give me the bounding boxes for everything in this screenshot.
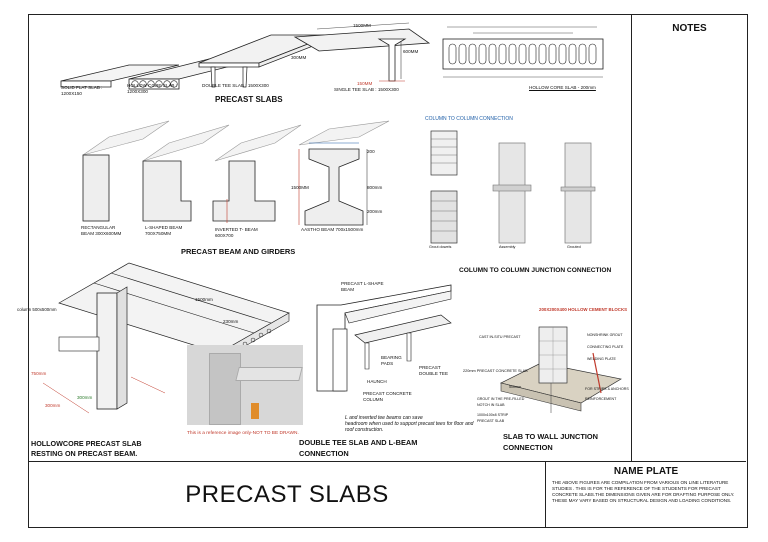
dim-200: 200 [367,149,375,154]
caption-column-junction: COLUMN TO COLUMN JUNCTION CONNECTION [459,267,612,274]
caption-precast-slabs: PRECAST SLABS [215,95,283,104]
dim-hc-300a: 300mm [45,403,61,408]
name-plate: NAME PLATE THE ABOVE FIGURES ARE COMPILA… [545,462,746,528]
caption-beams-girders: PRECAST BEAM AND GIRDERS [181,247,296,256]
dim-150: 150MM [357,81,373,86]
wall-l3: CONNECTING PLATE [587,345,624,349]
label-solid-flat: SOLID FLAT SLAB :1200X150 [61,85,103,96]
dim-1500: 1500MM [353,23,371,28]
dim-200mm: 200mm [367,209,383,214]
dim-300: 300MM [291,55,307,60]
dim-600: 600MM [403,49,419,54]
reference-note: This is a reference image only-NOT TO BE… [187,431,299,436]
dim-1500mm: 1500MM [291,185,309,190]
column-sub2: Assembly [499,245,516,249]
reference-photo [187,345,303,425]
wall-l4: WELDING PLATE [587,357,616,361]
sheet-title: PRECAST SLABS [185,481,389,508]
name-plate-text: THE ABOVE FIGURES ARE COMPILATION FROM V… [552,480,735,503]
wall-l2: NONSHRINK GROUT [587,333,623,337]
wall-l11: PRECAST SLAB [477,419,505,423]
name-plate-title: NAME PLATE [613,466,679,477]
double-tee-drawing [316,284,452,392]
column-connection-title: COLUMN TO COLUMN CONNECTION [425,116,513,122]
label-precast-slab-220: 220mm PRECAST CONCRETE SLAB [463,369,528,373]
dim-hc-1500: 1500mm [195,297,213,302]
dim-hc-750: 750mm [31,371,47,376]
notes-panel: NOTES [631,15,747,461]
column-connection-drawing [430,130,596,244]
label-hollow-core: HOLLOW CORE SLAB :1200X300 [127,83,178,94]
drawing-sheet: 1500MM 300MM 600MM 150MM SOLID FLAT SLAB… [17,14,748,528]
label-column-500: column 500x500mm [17,307,57,312]
label-single-tee: SINGLE TEE SLAB : 1500X300 [334,87,399,92]
title-block: PRECAST SLABS NAME PLATE THE ABOVE FIGUR… [29,461,746,528]
wall-l10: 1000x100x8 STRIP [477,413,509,417]
precast-beams-drawing [82,120,390,226]
dim-hc-300b: 300mm [77,395,93,400]
dim-800mm: 800mm [367,185,383,190]
label-double-tee: DOUBLE TEE SLAB : 1500X300 [202,83,269,88]
wall-l1: CAST IN-SITU PRECAST [479,335,521,339]
wall-l9: REINFORCEMENT [585,397,617,401]
notes-title: NOTES [672,23,707,34]
wall-l8: NOTCH IN SLAB [477,403,505,407]
slab-wall-drawing [499,326,622,413]
dim-hc-230: 230mm [223,319,239,324]
label-aashto: AASTHO BEAM 700x1500mm [301,227,364,232]
precast-slabs-drawing [60,22,431,90]
wall-l7: GROUT IN THE PRE-FILLED [477,397,525,401]
column-sub3: Grouted [567,245,581,249]
caption-hollow-core-section: HOLLOW CORE SLAB - 200mm [529,85,596,90]
wall-l6: FOR STRIPS & ANCHORS [585,387,629,391]
hollow-core-section [442,26,604,78]
column-sub1: Grout dowels [429,245,452,249]
label-haunch: HAUNCH [367,379,387,384]
label-hollow-blocks: 200X200X400 HOLLOW CEMENT BLOCKS [539,307,628,312]
wall-l5: 500mm [509,385,521,389]
